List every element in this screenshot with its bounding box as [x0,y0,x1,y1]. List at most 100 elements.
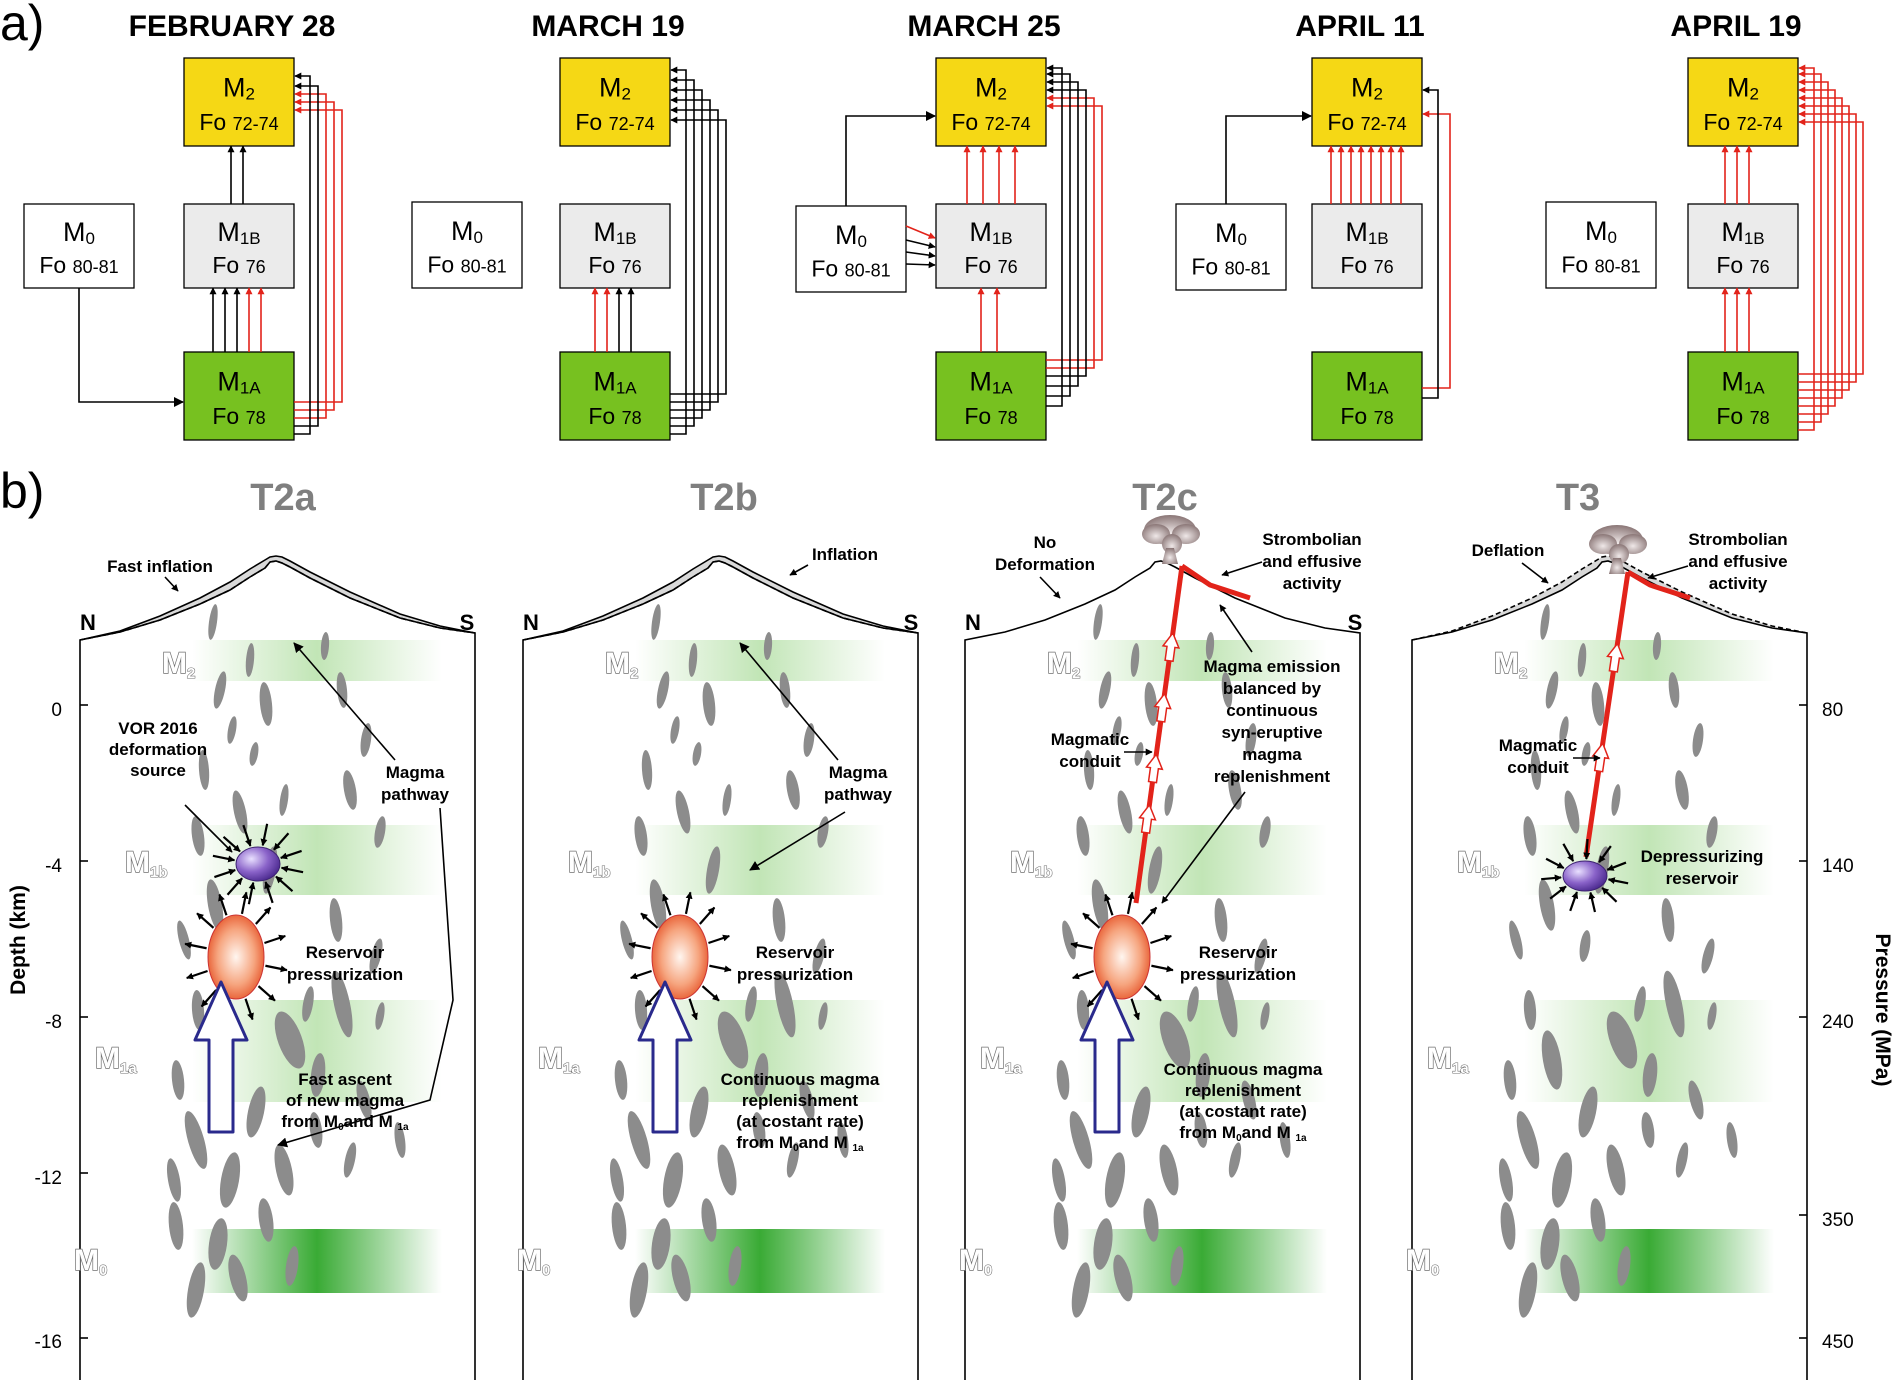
flow-arrow [670,76,695,427]
magma-blob [1069,1111,1093,1169]
magma-blob [343,770,357,810]
magma-blob [1617,1246,1631,1286]
m1b-fo-label: Fo 76 [964,252,1017,278]
magma-blob [753,1053,769,1097]
pressurization-arrow [628,941,651,950]
magma-pathway-label: Magma [386,763,445,782]
conduit-label: conduit [1059,752,1121,771]
magma-blob [1564,790,1580,834]
magma-blob [1509,920,1523,960]
depressurizing-label: reservoir [1666,869,1739,888]
layer-label-m1a: M1a [1427,1042,1469,1077]
inflation-arrow [242,824,252,847]
pressure-tick: 80 [1822,700,1843,721]
m0-label: M0 [63,217,95,248]
activity-label: activity [1283,574,1342,593]
magma-blob [331,970,353,1038]
flow-arrow [905,239,936,249]
magma-blob [1606,1144,1626,1196]
magma-blob [310,1053,326,1097]
magma-blob [1159,1011,1191,1069]
m1a-fo-label: Fo 78 [212,403,265,429]
inflation-arrow [1545,857,1565,870]
magma-blob [1113,1254,1133,1302]
magma-blob [309,1112,323,1148]
ascent-arrow [637,980,693,1134]
m1a-fo-label: Fo 78 [1716,403,1769,429]
inflation-arrow [1569,891,1579,912]
flow-arrow [294,72,311,435]
magma-blob [620,920,634,960]
inflation-arrow [226,877,243,896]
magma-blob [728,1246,742,1286]
m1b-fo-label: Fo 76 [588,252,641,278]
magma-blob [1056,1060,1070,1100]
emission-pointer [1219,604,1253,653]
magma-blob [1538,879,1556,931]
layer-label-m0: M0 [1406,1244,1439,1279]
m1a-fo-label: Fo 78 [1340,403,1393,429]
eruption-plume-icon [1142,515,1200,564]
magma-blob [722,784,732,816]
magma-blob [279,784,289,816]
magma-blob [208,1218,228,1270]
magma-blob [1076,816,1090,856]
pressurization-arrow [1082,912,1101,929]
magma-blob [1259,816,1271,848]
pressurization-arrow [708,934,730,945]
pressurization-arrow [684,891,693,915]
m1b-fo-label: Fo 76 [1716,252,1769,278]
magma-blob [1214,898,1228,942]
flow-arrow [1798,86,1836,407]
m2-label: M2 [1351,73,1383,104]
magma-blob [232,790,248,834]
m1a-fo-label: Fo 78 [588,403,641,429]
lava-flow [1626,569,1691,601]
magma-blob [1551,1152,1573,1208]
pressurization-arrow [688,998,698,1021]
m2-fo-label: Fo 72-74 [951,109,1030,135]
magma-blob [1071,1262,1091,1318]
magma-blob [688,643,698,677]
depth-tick: -12 [35,1168,62,1189]
magma-blob [1518,1262,1538,1318]
layer-label-m2: M2 [1047,647,1080,682]
magma-blob [1688,1080,1704,1120]
pressurization-arrow [240,891,249,915]
layer-label-m0: M0 [74,1244,107,1279]
cross-section [1411,555,1808,1380]
magma-blob [1579,930,1591,962]
magma-blob [1131,1086,1151,1138]
pressurization-arrow [265,964,288,973]
replenishment-label: (at costant rate) [736,1112,864,1131]
north-label: N [965,610,981,635]
flow-arrow [1798,64,1815,431]
emission-label: magma [1242,745,1302,764]
magma-blob [786,770,800,810]
magma-blob [1245,723,1257,757]
magma-blob [634,816,648,856]
emission-label: syn-eruptive [1221,723,1322,742]
m2-fo-label: Fo 72-74 [575,109,654,135]
stage-title: T2c [1132,477,1197,519]
magma-blob [1205,632,1215,660]
magmatic-conduit [1133,565,1185,904]
magma-blob [651,1218,671,1270]
magma-blob [374,816,386,848]
deformation-pointer [789,564,809,576]
magma-blob [1159,1144,1179,1196]
vor-source-label: source [130,761,186,780]
pressurization-arrow [644,989,661,1008]
magma-blob [656,671,670,709]
magma-blob [1112,716,1122,744]
magma-blob [772,898,786,942]
